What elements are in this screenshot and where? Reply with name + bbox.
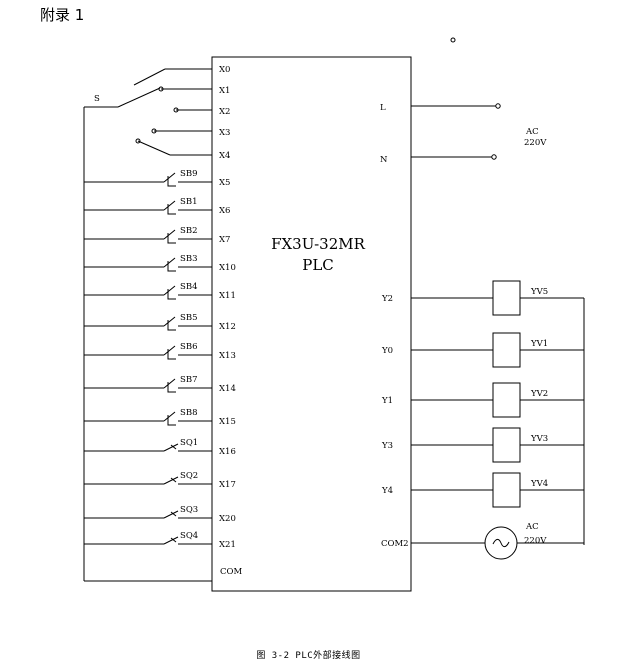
n-terminal-icon: [491, 154, 497, 160]
limit-switch-sq2: SQ2: [84, 471, 212, 485]
solenoid-coil-yv1: [492, 332, 521, 368]
com2-voltage-label: 220V: [524, 536, 547, 546]
input-pin-x0: X0: [219, 65, 230, 75]
output-pin-y0: Y0: [381, 346, 393, 356]
input-pin-x6: X6: [219, 206, 230, 216]
input-pin-x21: X21: [219, 540, 236, 550]
push-button-sb2: SB2: [84, 226, 212, 244]
load-label-yv2: YV2: [530, 389, 548, 399]
solenoid-coil-yv2: [492, 382, 521, 418]
device-label-sb6: SB6: [180, 342, 197, 352]
limit-switch-sq4: SQ4: [84, 531, 212, 545]
device-label-sb9: SB9: [180, 169, 197, 179]
input-pin-x14: X14: [219, 384, 236, 394]
device-label-sq1: SQ1: [180, 438, 198, 448]
input-pin-x10: X10: [219, 263, 236, 273]
plc-model-label: FX3U-32MR: [271, 235, 366, 253]
limit-switch-sq1: SQ1: [84, 438, 212, 452]
output-row-y0: Y0 YV1: [381, 332, 584, 368]
com2-supply-label: AC: [525, 522, 539, 532]
x4-contact: [135, 138, 141, 144]
input-pin-x15: X15: [219, 417, 236, 427]
n-pin-label: N: [380, 155, 388, 165]
input-pin-x5: X5: [219, 178, 230, 188]
input-pin-x3: X3: [219, 128, 230, 138]
output-row-y3: Y3 YV3: [381, 427, 584, 463]
load-label-yv5: YV5: [530, 287, 548, 297]
input-pin-x11: X11: [219, 291, 236, 301]
input-pin-x17: X17: [219, 480, 236, 490]
figure-caption: 图 3-2 PLC外部接线图: [256, 651, 361, 661]
load-label-yv3: YV3: [530, 434, 548, 444]
device-label-sb1: SB1: [180, 197, 197, 207]
x3-contact: [151, 128, 157, 134]
push-button-sb4: SB4: [84, 282, 212, 300]
input-pin-x20: X20: [219, 514, 236, 524]
input-pin-x13: X13: [219, 351, 236, 361]
input-pin-x7: X7: [219, 235, 230, 245]
input-pin-x1: X1: [219, 86, 230, 96]
push-button-sb3: SB3: [84, 254, 212, 272]
input-pin-x16: X16: [219, 447, 236, 457]
appendix-label: 附录 1: [40, 6, 85, 24]
plc-block: [211, 56, 412, 592]
device-label-sb2: SB2: [180, 226, 197, 236]
device-label-sb5: SB5: [180, 313, 197, 323]
selector-x2-contact: [173, 107, 179, 113]
device-label-sq2: SQ2: [180, 471, 198, 481]
load-label-yv4: YV4: [530, 479, 548, 489]
x4-blade: [137, 140, 171, 156]
push-button-sb9: SB9: [84, 169, 212, 187]
input-pin-x4: X4: [219, 151, 230, 161]
ac-wave-icon: [492, 538, 510, 548]
push-button-sb5: SB5: [84, 313, 212, 331]
selector-blade: [117, 87, 161, 108]
selector-x0-blade: [133, 68, 166, 86]
push-button-sb7: SB7: [84, 375, 212, 393]
stray-terminal-icon: [450, 37, 456, 43]
push-button-sb1: SB1: [84, 197, 212, 215]
device-label-sb4: SB4: [180, 282, 197, 292]
input-pin-x12: X12: [219, 322, 236, 332]
l-pin-label: L: [380, 103, 386, 113]
input-pin-labels: X0X1X2X3X4X5X6X7X10X11X12X13X14X15X16X17…: [219, 65, 236, 550]
push-button-sb8: SB8: [84, 408, 212, 426]
output-pin-y1: Y1: [381, 396, 393, 406]
mains-voltage-label: 220V: [524, 138, 547, 148]
solenoid-coil-yv4: [492, 472, 521, 508]
output-pin-y2: Y2: [381, 294, 393, 304]
solenoid-coil-yv5: [492, 280, 521, 316]
output-pin-y4: Y4: [381, 486, 393, 496]
device-label-sb7: SB7: [180, 375, 197, 385]
load-label-yv1: YV1: [530, 339, 548, 349]
output-row-y4: Y4 YV4: [381, 472, 584, 508]
com-pin-label: COM: [220, 567, 242, 577]
limit-switch-sq3: SQ3: [84, 505, 212, 519]
push-button-sb6: SB6: [84, 342, 212, 360]
plc-type-label: PLC: [302, 256, 334, 274]
selector-x1-contact: [158, 86, 164, 92]
output-row-y2: Y2 YV5: [381, 280, 584, 316]
l-terminal-icon: [495, 103, 501, 109]
device-label-sq3: SQ3: [180, 505, 198, 515]
com2-pin-label: COM2: [381, 539, 409, 549]
device-label-sq4: SQ4: [180, 531, 198, 541]
input-pin-x2: X2: [219, 107, 230, 117]
output-pin-y3: Y3: [381, 441, 393, 451]
device-label-sb8: SB8: [180, 408, 197, 418]
selector-label: S: [94, 94, 100, 104]
solenoid-coil-yv3: [492, 427, 521, 463]
mains-supply-label: AC: [525, 127, 539, 137]
output-row-y1: Y1 YV2: [381, 382, 584, 418]
device-label-sb3: SB3: [180, 254, 197, 264]
